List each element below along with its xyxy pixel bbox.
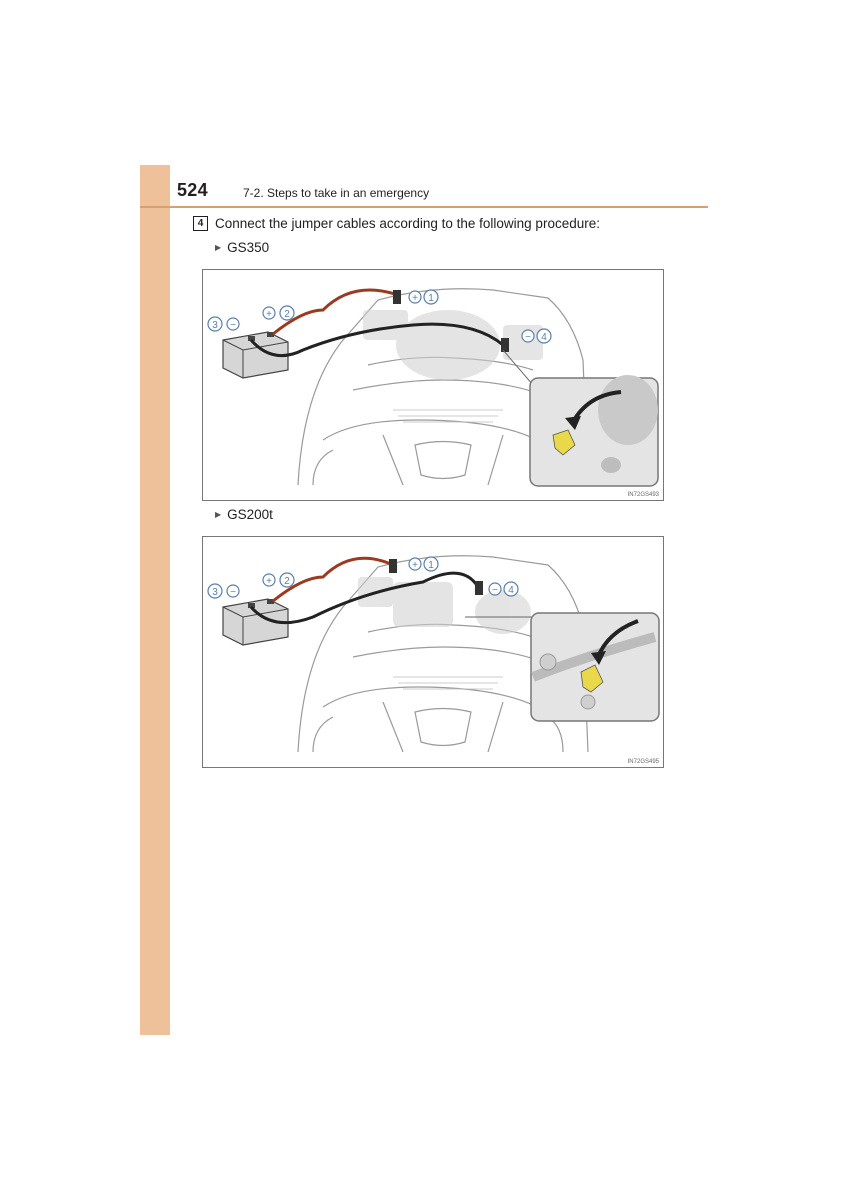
callout-3: 3 <box>212 587 218 598</box>
variant-label: GS200t <box>227 507 273 522</box>
plus-sign: + <box>412 293 418 304</box>
ground-point-inset <box>531 613 659 721</box>
section-title: 7-2. Steps to take in an emergency <box>243 186 429 200</box>
callout-3: 3 <box>212 320 218 331</box>
callout-1: 1 <box>428 560 434 571</box>
figure-gs200t: 1 + 2 + 3 − 4 − IN72GS495 <box>202 536 664 768</box>
minus-sign: − <box>492 585 498 596</box>
header-rule <box>140 206 708 208</box>
triangle-bullet-icon: ▶ <box>215 510 221 519</box>
engine-bay-illustration-gs350: 1 + 2 + 3 − 4 − <box>203 270 663 500</box>
figure-gs350: 1 + 2 + 3 − 4 − IN72GS493 <box>202 269 664 501</box>
plus-sign: + <box>412 560 418 571</box>
minus-sign: − <box>230 587 236 598</box>
callout-4: 4 <box>541 332 547 343</box>
figure-code: IN72GS493 <box>628 492 659 498</box>
engine-block <box>363 310 543 380</box>
callout-2: 2 <box>284 309 290 320</box>
page-number: 524 <box>177 180 208 201</box>
figure-code: IN72GS495 <box>628 759 659 765</box>
variant-heading-gs200t: ▶ GS200t <box>215 507 273 522</box>
ground-point-inset <box>530 375 658 486</box>
step-number-box: 4 <box>193 216 208 231</box>
plus-sign: + <box>266 309 272 320</box>
callout-4: 4 <box>508 585 514 596</box>
minus-sign: − <box>525 332 531 343</box>
plus-sign: + <box>266 576 272 587</box>
minus-sign: − <box>230 320 236 331</box>
variant-heading-gs350: ▶ GS350 <box>215 240 269 255</box>
callout-1: 1 <box>428 293 434 304</box>
variant-label: GS350 <box>227 240 269 255</box>
callout-2: 2 <box>284 576 290 587</box>
engine-bay-illustration-gs200t: 1 + 2 + 3 − 4 − <box>203 537 663 767</box>
triangle-bullet-icon: ▶ <box>215 243 221 252</box>
step-instruction: Connect the jumper cables according to t… <box>215 216 600 231</box>
chapter-side-tab <box>140 165 170 1035</box>
